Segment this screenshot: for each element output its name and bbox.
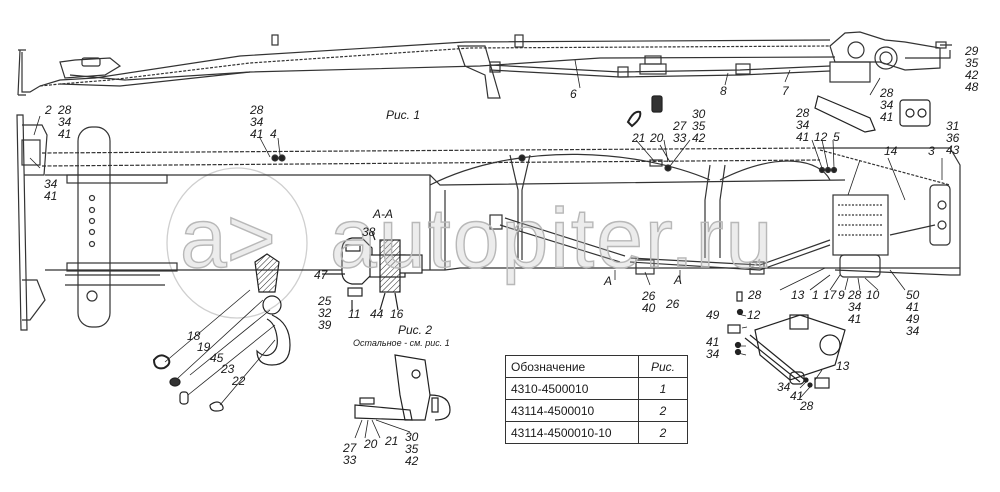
callout-20: 20 <box>650 131 664 145</box>
callout-16: 16 <box>390 307 404 321</box>
callout-2: 2 <box>45 103 52 117</box>
fig2-caption: Рис. 2 <box>398 323 433 337</box>
watermark-logo-circle <box>166 167 308 319</box>
designation-cell: 43114-4500010 <box>505 399 639 422</box>
table-row: 4310-4500010 1 <box>505 377 688 400</box>
callout-b1: 1 <box>812 288 819 302</box>
fig2-callout-27-33: 27 33 <box>343 441 357 467</box>
watermark-text: autopiter.ru <box>329 191 775 285</box>
fig1-caption: Рис. 1 <box>386 108 421 122</box>
fig2-note: Остальное - см. рис. 1 <box>353 338 450 348</box>
callout-d41: 41 <box>790 389 804 403</box>
callout-w49: 49 <box>706 308 720 322</box>
callout-5: 5 <box>833 130 840 144</box>
callout-23: 23 <box>221 362 235 376</box>
callout-22: 22 <box>232 374 246 388</box>
callout-38: 38 <box>362 225 376 239</box>
section-aa-caption: А-А <box>373 207 394 221</box>
callout-26: 26 <box>666 297 680 311</box>
top-frame-view <box>17 31 952 99</box>
callout-winch-28-34-41: 28 34 41 <box>880 86 894 124</box>
callout-26-40: 26 40 <box>642 289 656 315</box>
callout-b28-34-41: 28 34 41 <box>848 288 862 326</box>
callout-b17: 17 <box>823 288 837 302</box>
callout-11: 11 <box>348 307 361 321</box>
fig2-callout-20: 20 <box>364 437 378 451</box>
callout-45: 45 <box>210 351 224 365</box>
callout-b13: 13 <box>791 288 805 302</box>
callout-6: 6 <box>570 87 577 101</box>
callout-d13: 13 <box>836 359 850 373</box>
callout-d34: 34 <box>777 380 791 394</box>
callout-21: 21 <box>632 131 646 145</box>
watermark-logo-text: a> <box>179 191 276 285</box>
section-aa <box>322 231 423 311</box>
header-designation: Обозначение <box>505 355 639 378</box>
hook-assembly <box>152 253 291 412</box>
callout-47: 47 <box>314 268 328 282</box>
callout-29-35-42-48: 29 35 42 48 <box>965 44 979 94</box>
callout-3: 3 <box>928 144 935 158</box>
figure-cell: 2 <box>638 421 688 444</box>
callout-27-33: 27 33 <box>673 119 687 145</box>
table-row: 43114-4500010 2 <box>505 399 688 422</box>
callout-w12: 12 <box>747 308 761 322</box>
callout-50-41-49-34: 50 41 49 34 <box>906 288 920 338</box>
callout-b10: 10 <box>866 288 880 302</box>
fig2-bracket <box>354 354 451 439</box>
table-header: Обозначение Рис. <box>505 355 688 378</box>
callout-12: 12 <box>814 130 828 144</box>
callout-w41: 41 <box>706 335 720 349</box>
table-row: 43114-4500010-10 2 <box>505 421 688 444</box>
callout-31-36-43: 31 36 43 <box>946 119 960 157</box>
designation-cell: 43114-4500010-10 <box>505 421 639 444</box>
callout-mid-28-34-41: 28 34 41 <box>250 103 264 141</box>
callout-4: 4 <box>270 127 277 141</box>
callout-d28: 28 <box>800 399 814 413</box>
figure-cell: 2 <box>638 399 688 422</box>
callout-8: 8 <box>720 84 727 98</box>
callout-7: 7 <box>782 84 789 98</box>
designation-table: Обозначение Рис. 4310-4500010 1 43114-45… <box>505 355 688 444</box>
winch-exploded <box>626 95 931 389</box>
callout-30-35-42: 30 35 42 <box>692 107 706 145</box>
section-mark-left: А <box>604 274 613 288</box>
callout-19: 19 <box>197 340 211 354</box>
callout-left-34-41: 34 41 <box>44 177 58 203</box>
fig2-callout-30-35-42: 30 35 42 <box>405 430 419 468</box>
callout-25-32-39: 25 32 39 <box>318 294 332 332</box>
chassis-plan-view <box>16 114 961 331</box>
callout-b9: 9 <box>838 288 845 302</box>
callout-right-28-34-41: 28 34 41 <box>796 106 810 144</box>
designation-cell: 4310-4500010 <box>505 377 639 400</box>
section-mark-right: А <box>674 273 683 287</box>
callout-w34: 34 <box>706 347 720 361</box>
callout-14: 14 <box>884 144 898 158</box>
callout-b28: 28 <box>748 288 762 302</box>
callout-44: 44 <box>370 307 384 321</box>
leader-lines <box>29 57 943 399</box>
fig2-callout-21: 21 <box>385 434 399 448</box>
callout-18: 18 <box>187 329 201 343</box>
header-figure: Рис. <box>638 355 688 378</box>
callout-left-28-34-41: 28 34 41 <box>58 103 72 141</box>
figure-cell: 1 <box>638 377 688 400</box>
